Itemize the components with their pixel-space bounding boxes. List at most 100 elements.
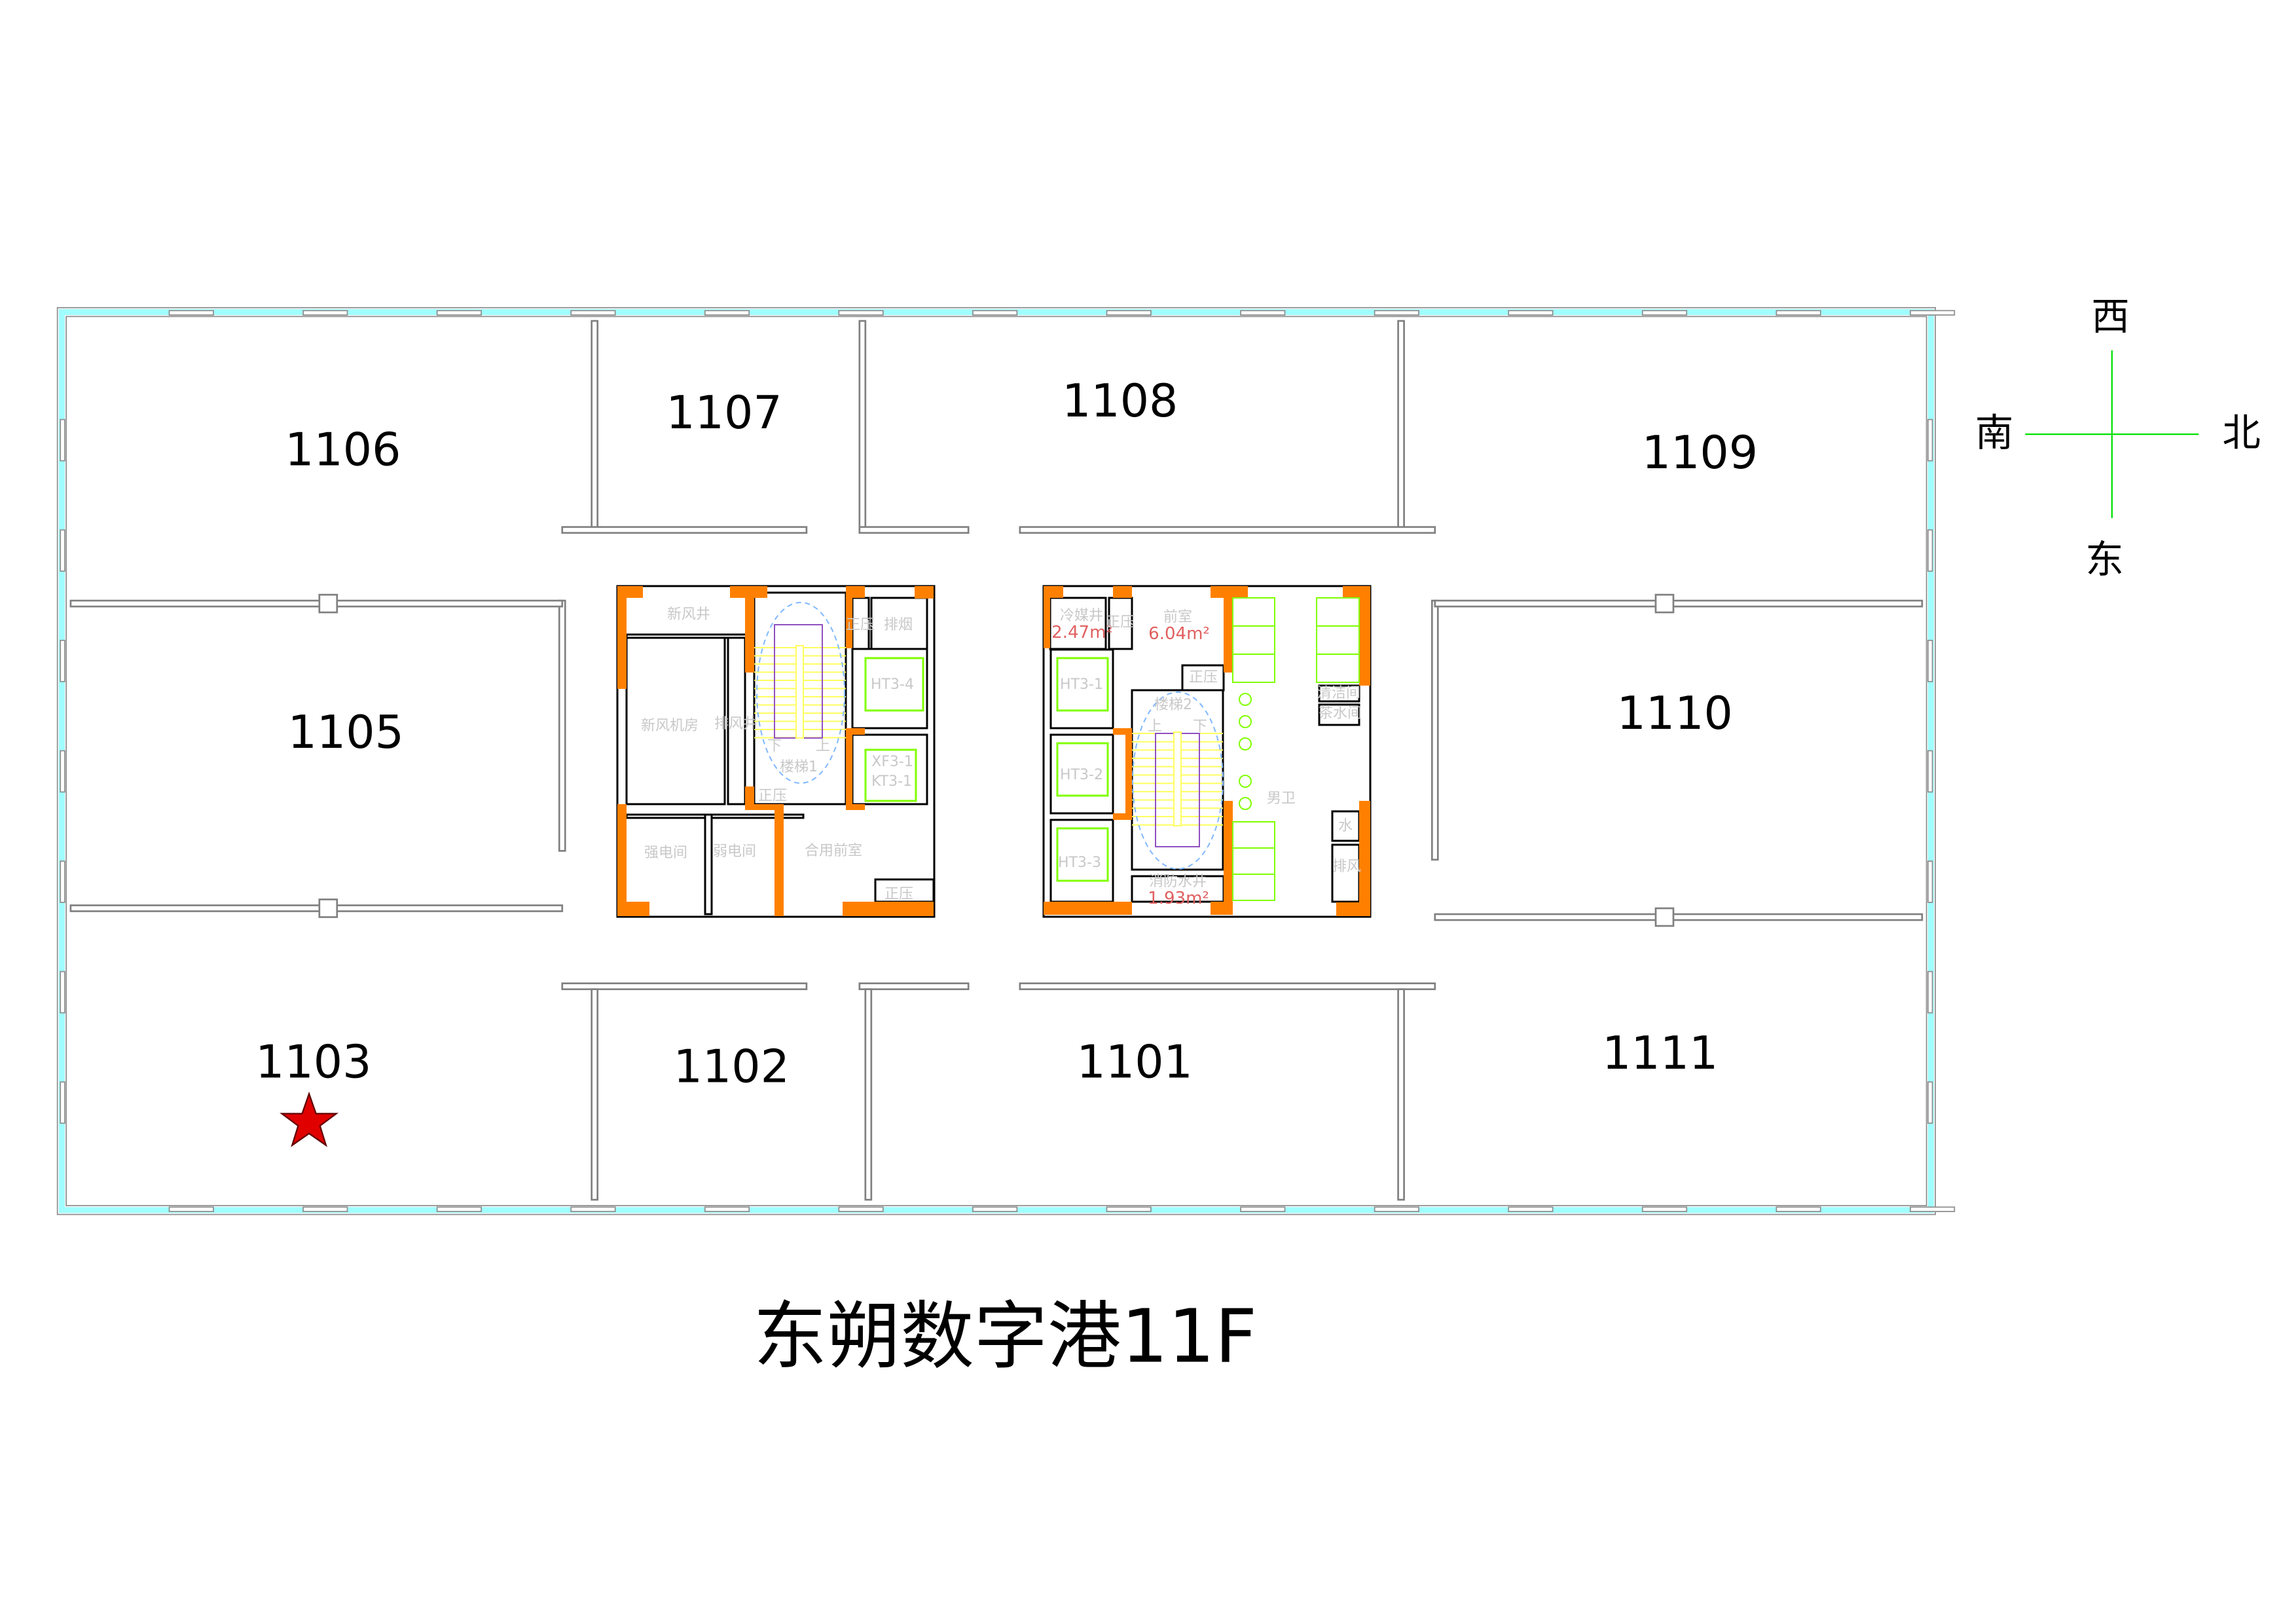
label-cleaning-room: 清洁间 bbox=[1317, 685, 1360, 701]
compass-south: 南 bbox=[1975, 411, 2013, 455]
room-1103[interactable]: 1103 bbox=[255, 1036, 371, 1089]
window bbox=[168, 1206, 214, 1213]
window bbox=[1927, 750, 1933, 793]
page-title: 东朔数字港11F bbox=[754, 1293, 1258, 1379]
window bbox=[1927, 639, 1933, 682]
window bbox=[302, 310, 348, 316]
window bbox=[1641, 1206, 1688, 1213]
room-1107[interactable]: 1107 bbox=[666, 386, 782, 439]
outer-wall-line bbox=[65, 316, 1927, 1207]
label-lobby-area: 6.04m² bbox=[1148, 624, 1210, 644]
label-exhaust: 排风 bbox=[1332, 858, 1361, 875]
label-pressure: 正压 bbox=[1189, 669, 1218, 686]
building-outline: 1106 1107 1108 1109 1105 1110 1103 1102 … bbox=[56, 295, 2261, 1379]
compass-west: 西 bbox=[2091, 295, 2129, 339]
window bbox=[1374, 1206, 1419, 1213]
window bbox=[1374, 310, 1419, 316]
window bbox=[1776, 1206, 1821, 1213]
compass-north: 北 bbox=[2222, 411, 2260, 455]
room-1101[interactable]: 1101 bbox=[1077, 1036, 1193, 1089]
outer-wall-line bbox=[56, 306, 1937, 1215]
window bbox=[1927, 860, 1933, 903]
window bbox=[704, 1206, 750, 1213]
core-right: 冷媒井 2.47m² 正压 前室 6.04m² 正压 楼梯2 上 下 HT3-1… bbox=[1042, 585, 1372, 918]
window bbox=[1240, 310, 1286, 316]
label-pressure: 正压 bbox=[846, 617, 875, 633]
window bbox=[436, 1206, 482, 1213]
label-up: 上 bbox=[816, 738, 830, 754]
window bbox=[1927, 970, 1933, 1014]
window bbox=[1106, 1206, 1152, 1213]
window bbox=[1776, 310, 1821, 316]
window bbox=[60, 1081, 65, 1124]
label-pressure: 正压 bbox=[1106, 614, 1135, 631]
label-pressure: 正压 bbox=[884, 886, 913, 902]
label-water: 水 bbox=[1338, 818, 1353, 834]
window bbox=[1927, 418, 1933, 462]
window bbox=[60, 418, 65, 462]
label-mens-toilet: 男卫 bbox=[1267, 790, 1296, 807]
label-elevator-xf3-1: XF3-1 bbox=[871, 754, 913, 770]
window bbox=[972, 310, 1018, 316]
label-refrigerant-shaft: 冷媒井 bbox=[1060, 608, 1103, 624]
label-fresh-air-room: 新风机房 bbox=[641, 718, 699, 734]
window bbox=[168, 310, 214, 316]
label-elevator-ht3-2: HT3-2 bbox=[1060, 767, 1103, 783]
label-lobby: 前室 bbox=[1163, 609, 1192, 625]
window bbox=[972, 1206, 1018, 1213]
label-down: 下 bbox=[767, 738, 782, 754]
window bbox=[1910, 1206, 1956, 1213]
label-stair-2: 楼梯2 bbox=[1154, 697, 1192, 713]
room-1108[interactable]: 1108 bbox=[1062, 375, 1178, 428]
room-1105[interactable]: 1105 bbox=[288, 706, 404, 759]
label-pressure: 正压 bbox=[758, 788, 787, 804]
label-fire-water-area: 1.93m² bbox=[1148, 889, 1209, 908]
window bbox=[1508, 310, 1554, 316]
room-1109[interactable]: 1109 bbox=[1642, 426, 1758, 479]
window bbox=[1641, 310, 1688, 316]
label-refrigerant-area: 2.47m² bbox=[1051, 623, 1113, 642]
compass-east: 东 bbox=[2085, 537, 2123, 581]
label-tea-room: 茶水间 bbox=[1319, 705, 1362, 722]
window bbox=[1927, 1081, 1933, 1124]
label-up: 上 bbox=[1148, 718, 1162, 735]
window bbox=[60, 639, 65, 682]
window bbox=[1106, 310, 1152, 316]
label-down: 下 bbox=[1193, 718, 1207, 735]
window bbox=[704, 310, 750, 316]
window bbox=[60, 750, 65, 793]
label-elevator-ht3-4: HT3-4 bbox=[871, 676, 914, 693]
windows bbox=[60, 310, 1956, 1213]
window bbox=[838, 310, 884, 316]
label-fresh-air-shaft: 新风井 bbox=[667, 606, 710, 623]
window bbox=[1927, 529, 1933, 572]
label-fire-water-shaft: 消防水井 bbox=[1149, 874, 1207, 890]
core-left: 新风井 新风机房 排风井 楼梯1 下 上 正压 排烟 HT3-4 XF3-1 K… bbox=[616, 585, 936, 918]
label-exhaust-shaft: 排风井 bbox=[714, 716, 757, 732]
window bbox=[60, 970, 65, 1014]
window bbox=[1508, 1206, 1554, 1213]
window bbox=[1240, 1206, 1286, 1213]
window bbox=[60, 860, 65, 903]
room-1106[interactable]: 1106 bbox=[285, 423, 401, 476]
window bbox=[302, 1206, 348, 1213]
star-icon bbox=[280, 1091, 339, 1147]
room-1111[interactable]: 1111 bbox=[1602, 1027, 1718, 1080]
compass: 西 南 北 东 bbox=[1975, 295, 2261, 582]
label-weak-power: 弱电间 bbox=[713, 843, 756, 860]
room-1102[interactable]: 1102 bbox=[674, 1040, 790, 1093]
label-elevator-ht3-1: HT3-1 bbox=[1060, 676, 1103, 693]
label-elevator-kt3-1: KT3-1 bbox=[871, 773, 912, 790]
toilet-stalls bbox=[1232, 597, 1360, 901]
window bbox=[570, 310, 616, 316]
window bbox=[570, 1206, 616, 1213]
label-smoke-exhaust: 排烟 bbox=[884, 617, 913, 633]
window bbox=[1910, 310, 1956, 316]
window bbox=[436, 310, 482, 316]
label-shared-lobby: 合用前室 bbox=[805, 843, 862, 859]
label-strong-power: 强电间 bbox=[644, 845, 687, 861]
window bbox=[60, 529, 65, 572]
label-stair-1: 楼梯1 bbox=[780, 759, 818, 775]
room-1110[interactable]: 1110 bbox=[1617, 687, 1733, 740]
